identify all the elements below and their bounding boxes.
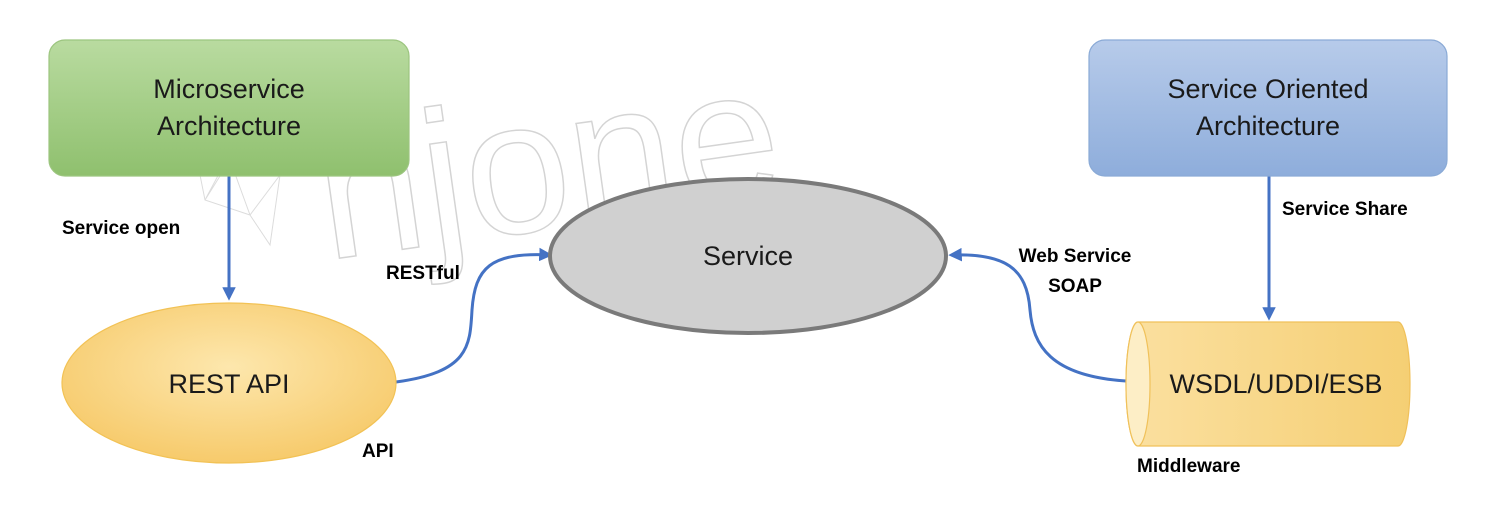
- soa-line2: Architecture: [1196, 111, 1340, 141]
- label-service-share: Service Share: [1282, 199, 1408, 220]
- label-web-service: Web Service: [1019, 246, 1132, 267]
- node-service-oriented-architecture: Service Oriented Architecture: [1088, 39, 1448, 177]
- soa-line1: Service Oriented: [1167, 74, 1368, 104]
- node-microservice-architecture: Microservice Architecture: [48, 39, 410, 177]
- rest-api-label: REST API: [168, 369, 289, 399]
- label-api: API: [362, 441, 394, 462]
- label-restful: RESTful: [386, 263, 460, 284]
- arrow-rest-to-service: [395, 247, 553, 384]
- service-label: Service: [703, 241, 793, 271]
- microservice-line2: Architecture: [157, 111, 301, 141]
- middleware-node-label: WSDL/UDDI/ESB: [1169, 369, 1382, 399]
- label-middleware: Middleware: [1137, 456, 1240, 477]
- node-service: Service: [548, 177, 948, 335]
- microservice-line1: Microservice: [153, 74, 305, 104]
- label-soap: SOAP: [1048, 276, 1102, 297]
- arrow-middleware-to-service: [948, 247, 1127, 383]
- node-rest-api: REST API: [61, 302, 397, 464]
- node-middleware-cylinder: WSDL/UDDI/ESB: [1125, 321, 1411, 447]
- label-service-open: Service open: [62, 218, 180, 239]
